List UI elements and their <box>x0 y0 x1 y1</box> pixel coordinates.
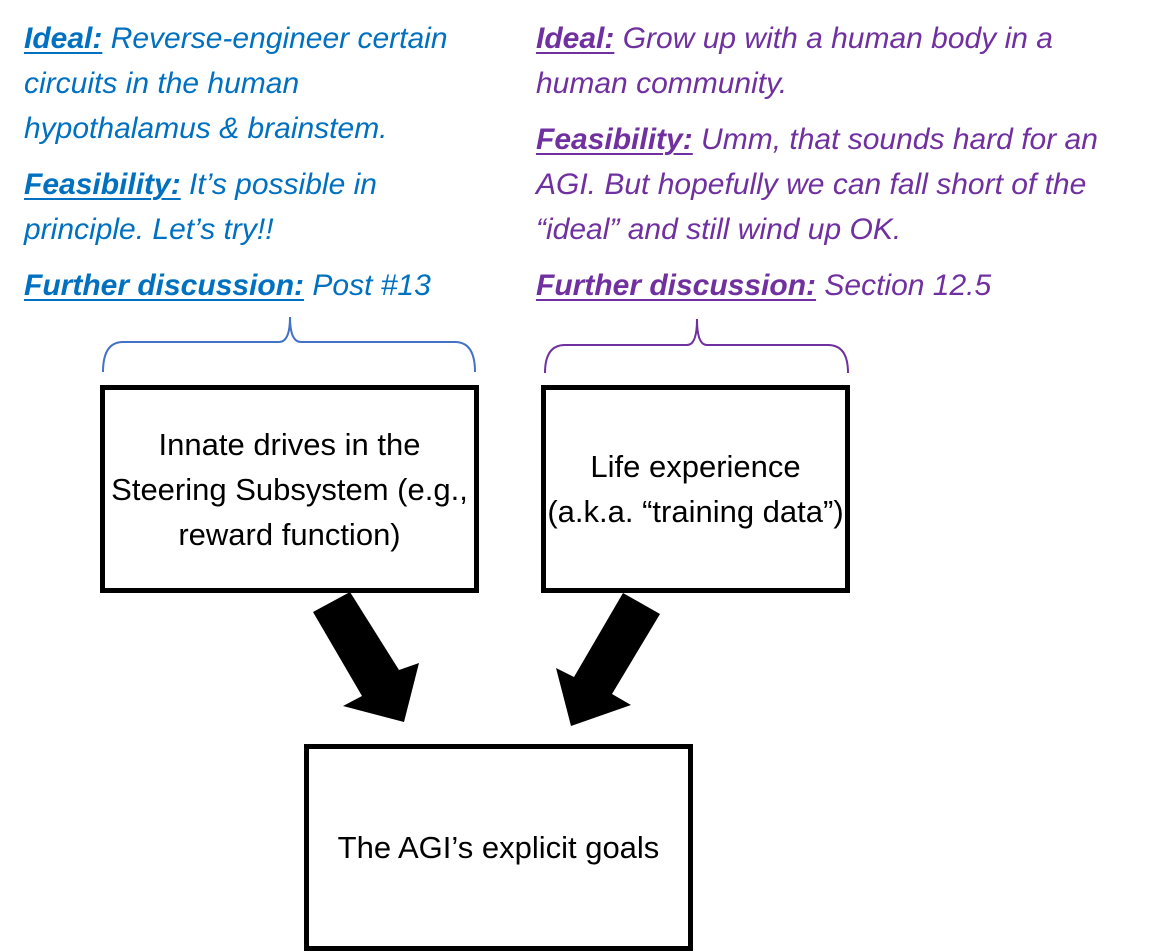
right-discussion: Further discussion: Section 12.5 <box>536 263 1146 308</box>
left-feasibility-label: Feasibility: <box>24 168 181 201</box>
left-ideal-text: Reverse-engineer certain circuits in the… <box>24 22 448 145</box>
right-feasibility: Feasibility: Umm, that sounds hard for a… <box>536 117 1146 252</box>
left-ideal-label: Ideal: <box>24 22 103 55</box>
left-discussion: Further discussion: Post #13 <box>24 263 494 308</box>
right-arrow <box>556 593 660 726</box>
right-annotation: Ideal: Grow up with a human body in a hu… <box>536 16 1146 319</box>
right-feasibility-text: Umm, that sounds hard for an AGI. But ho… <box>536 123 1098 246</box>
left-annotation: Ideal: Reverse-engineer certain circuits… <box>24 16 494 319</box>
left-arrow <box>313 592 419 722</box>
left-ideal: Ideal: Reverse-engineer certain circuits… <box>24 16 494 151</box>
right-feasibility-label: Feasibility: <box>536 123 693 156</box>
left-feasibility-text: It’s possible in principle. Let’s try!! <box>24 168 377 246</box>
life-experience-text: Life experience (a.k.a. “training data”) <box>547 449 844 529</box>
explicit-goals-box: The AGI’s explicit goals <box>304 744 693 951</box>
left-discussion-label: Further discussion: <box>24 269 305 302</box>
right-ideal: Ideal: Grow up with a human body in a hu… <box>536 16 1146 106</box>
life-experience-box: Life experience (a.k.a. “training data”) <box>541 385 850 593</box>
right-brace <box>544 318 849 374</box>
explicit-goals-text: The AGI’s explicit goals <box>337 830 660 865</box>
innate-drives-text: Innate drives in the Steering Subsystem … <box>111 426 468 552</box>
right-discussion-text: Section 12.5 <box>816 269 992 302</box>
right-ideal-text: Grow up with a human body in a human com… <box>536 22 1053 100</box>
right-discussion-label: Further discussion: <box>536 269 817 302</box>
left-feasibility: Feasibility: It’s possible in principle.… <box>24 162 494 252</box>
left-discussion-text: Post #13 <box>304 269 431 302</box>
left-brace <box>102 316 476 373</box>
right-ideal-label: Ideal: <box>536 22 615 55</box>
innate-drives-box: Innate drives in the Steering Subsystem … <box>100 385 479 593</box>
